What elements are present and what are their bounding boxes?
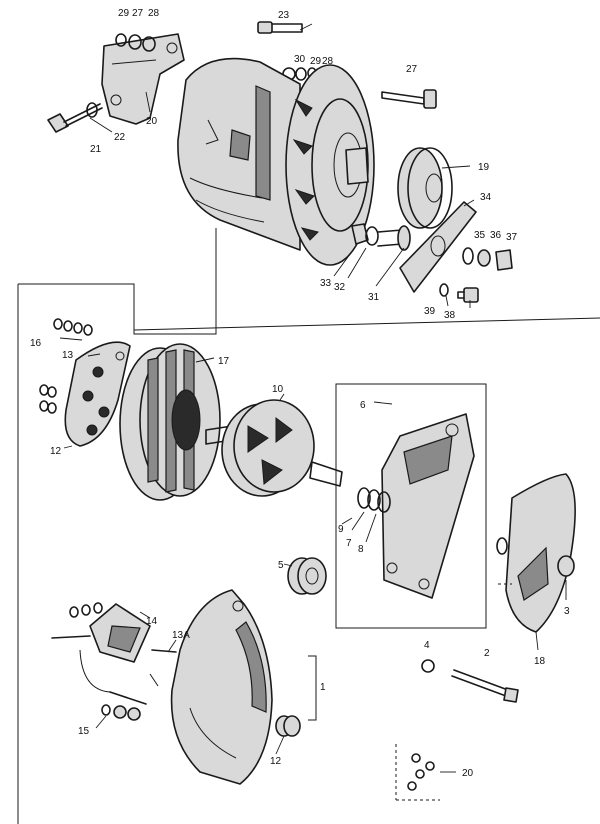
brush-holder (51, 602, 177, 693)
callout-9: 9 (338, 524, 344, 535)
callout-31: 29 (310, 56, 322, 67)
callout-32: 30 (294, 54, 306, 65)
rectifier-washers (39, 318, 93, 414)
slip-ring-cover (170, 589, 317, 785)
callout-41: 39 (424, 306, 436, 317)
slip-ring-end-plate (496, 473, 576, 633)
pulley (397, 147, 453, 229)
group-frame-mid (133, 317, 600, 331)
callout-15: 14 (146, 616, 158, 627)
terminal-lead (101, 691, 147, 721)
callout-33: 31 (368, 292, 380, 303)
callout-38: 36 (490, 230, 502, 241)
callout-8: 8 (358, 544, 364, 555)
callout-30: 28 (322, 56, 334, 67)
alternator-housing (177, 57, 375, 266)
leader-lines (59, 23, 567, 755)
cover-bush (275, 715, 301, 737)
fan-plate-screw (439, 283, 479, 303)
callout-37: 35 (474, 230, 486, 241)
callout-14: 13A (172, 630, 190, 641)
drive-end-shield (335, 383, 487, 629)
callout-29: 27 (406, 64, 418, 75)
callout-35: 33 (320, 278, 332, 289)
callout-16: 15 (78, 726, 90, 737)
callout-7: 7 (346, 538, 352, 549)
through-bolt-rear (381, 89, 437, 109)
shaft-nut-stack (351, 223, 411, 251)
group-frame-top (18, 228, 217, 335)
callout-labels: 29 27 28 23 30 29 28 27 20 22 21 19 34 3… (30, 8, 570, 779)
small-parts-group (395, 744, 456, 801)
callout-17: 16 (30, 338, 42, 349)
callout-34: 32 (334, 282, 346, 293)
callout-18: 17 (218, 356, 230, 367)
long-screw (421, 659, 519, 703)
pulley-nut-stack (462, 247, 513, 271)
callout-13a: 13 (62, 350, 74, 361)
callout-23: 21 (90, 144, 102, 155)
fan-plate (399, 201, 477, 293)
callout-39: 37 (506, 232, 518, 243)
rectifier-plate (64, 341, 131, 447)
callout-6: 6 (360, 400, 366, 411)
callout-40: 38 (444, 310, 456, 321)
callout-1: 1 (320, 682, 326, 693)
callout-21: 19 (478, 162, 490, 173)
callout-19: 18 (534, 656, 546, 667)
callout-36: 34 (480, 192, 492, 203)
bearing (287, 557, 327, 595)
rotor (205, 399, 343, 497)
callout-28: 29 (118, 8, 130, 19)
callout-22: 20 (146, 116, 158, 127)
callout-13: 12 (50, 446, 62, 457)
callout-10: 10 (272, 384, 284, 395)
through-bolt-top (257, 21, 303, 34)
bracket-bolt (47, 102, 103, 133)
stator (119, 343, 221, 501)
callout-4: 4 (424, 640, 430, 651)
callout-3: 3 (564, 606, 570, 617)
callout-25: 23 (278, 10, 290, 21)
mounting-bracket (101, 33, 185, 125)
callout-12: 12 (270, 756, 282, 767)
callout-24: 22 (114, 132, 126, 143)
bearing-set (357, 487, 391, 513)
callout-27: 28 (148, 8, 160, 19)
callout-5: 5 (278, 560, 284, 571)
callout-20: 20 (462, 768, 474, 779)
bracket-washers (115, 33, 156, 52)
callout-2: 2 (484, 648, 490, 659)
callout-26: 27 (132, 8, 144, 19)
